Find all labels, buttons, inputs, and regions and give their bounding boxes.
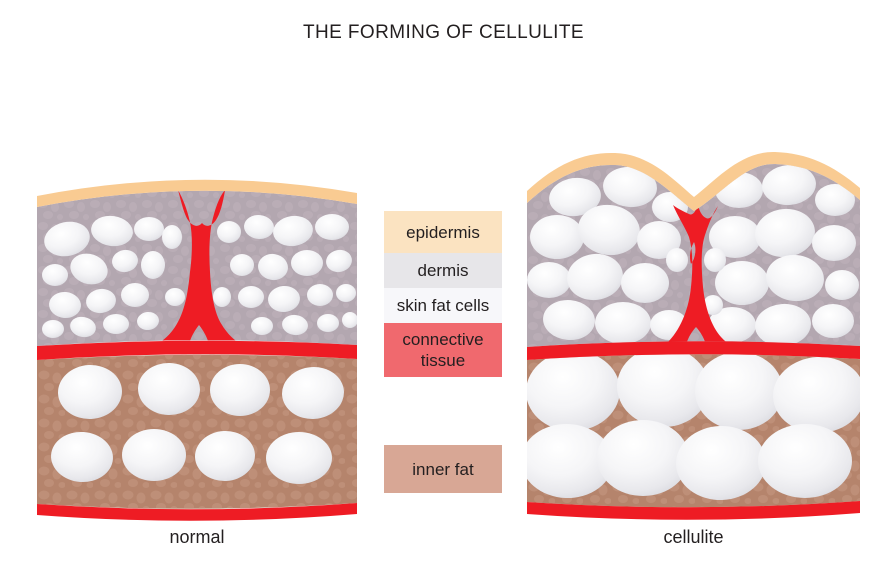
epidermis-layer	[527, 151, 860, 211]
bottom-connective-band	[37, 503, 357, 521]
legend-epidermis: epidermis	[384, 211, 502, 253]
connective-tissue-band	[639, 204, 753, 348]
epidermis-layer	[37, 179, 357, 207]
layer-legend: epidermis dermis skin fat cells connecti…	[384, 211, 502, 493]
legend-dermis: dermis	[384, 253, 502, 288]
legend-inner-fat: inner fat	[384, 445, 502, 493]
page-title: THE FORMING OF CELLULITE	[303, 22, 584, 43]
inner-fat-cells-group	[527, 354, 860, 501]
legend-connective-tissue: connective tissue	[384, 323, 502, 377]
cellulite-panel-label: cellulite	[663, 527, 724, 547]
legend-inner-fat-label: inner fat	[412, 459, 474, 479]
legend-skin-fat-cells-label: skin fat cells	[396, 296, 490, 315]
normal-panel-label: normal	[169, 527, 225, 547]
legend-dermis-label: dermis	[417, 261, 469, 280]
normal-skin-diagram	[37, 179, 357, 521]
legend-epidermis-label: epidermis	[406, 222, 480, 242]
bottom-connective-band	[527, 501, 860, 520]
connective-tissue-septum	[527, 341, 860, 360]
skin-fat-cells-group	[42, 214, 357, 338]
legend-connective-tissue-label: connective tissue	[402, 330, 484, 370]
connective-tissue-band	[144, 190, 255, 346]
connective-tissue-septum	[37, 340, 357, 360]
inner-fat-cells-group	[51, 362, 344, 484]
cellulite-skin-diagram	[527, 151, 860, 520]
legend-skin-fat-cells: skin fat cells	[384, 288, 502, 323]
